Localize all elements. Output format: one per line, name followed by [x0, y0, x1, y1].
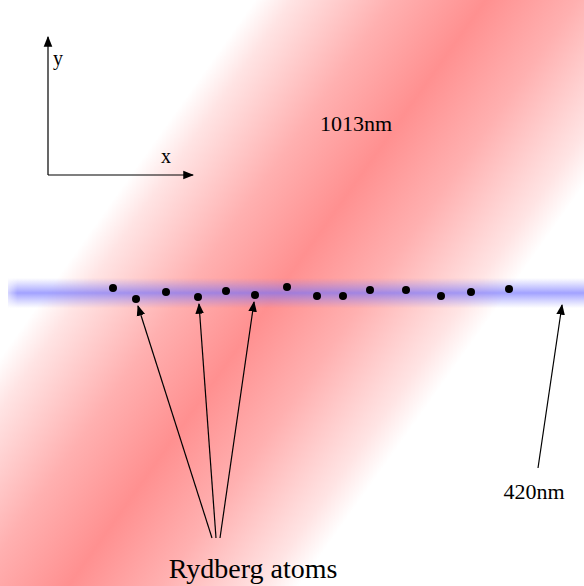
callout-label: Rydberg atoms: [169, 555, 338, 583]
axes: [48, 37, 193, 175]
wavelength-label: 420nm: [503, 481, 564, 503]
blue-beam: [8, 278, 584, 308]
atoms: [109, 283, 513, 303]
axis-label: x: [161, 146, 171, 166]
leader-lines: [138, 302, 562, 538]
wavelength-label: 1013nm: [320, 113, 392, 135]
axis-label: y: [53, 48, 63, 68]
